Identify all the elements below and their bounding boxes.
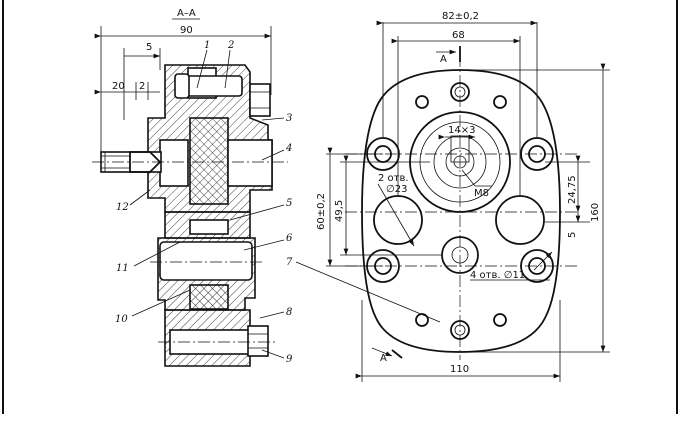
leader-6: 6 [286,233,293,244]
dim-160: 160 [590,203,601,222]
dim-14x3: 14×3 [448,125,475,136]
section-title: А–А [177,8,196,19]
leader-10: 10 [115,314,128,325]
leader-lines [129,49,285,359]
leader-9: 9 [286,354,293,365]
leader-11: 11 [116,263,129,274]
dim-holes-2-a: 2 отв. [378,173,409,184]
dim-68: 68 [452,30,465,41]
section-marker-top: А [440,54,447,65]
leader-2: 2 [227,40,234,51]
leader-3: 3 [286,113,292,124]
dim-2: 2 [139,81,145,92]
leader-5: 5 [286,198,292,209]
section-marker-bottom: А [380,353,387,364]
dim-90: 90 [180,25,193,36]
front-view: 82±0,2 68 А А 14×3 M8 2 отв. ∅23 4 отв. … [286,11,610,382]
leader-1: 1 [204,40,210,51]
dim-holes-2-b: ∅23 [386,184,407,195]
section-view: А–А 90 5 20 2 [92,8,293,367]
dim-20: 20 [112,81,125,92]
dim-5-right: 5 [567,232,578,238]
dim-49-5: 49,5 [334,200,345,222]
dim-m8: M8 [474,188,489,199]
leader-4: 4 [285,143,292,154]
dim-5: 5 [146,42,152,53]
dim-110: 110 [450,364,469,375]
leader-7: 7 [286,257,293,268]
leader-8: 8 [286,307,292,318]
dim-82: 82±0,2 [442,11,479,22]
dim-holes-4: 4 отв. ∅11 [470,270,525,281]
dim-60: 60±0,2 [316,193,327,230]
dim-24-75: 24,75 [567,175,578,204]
leader-12: 12 [116,202,129,213]
